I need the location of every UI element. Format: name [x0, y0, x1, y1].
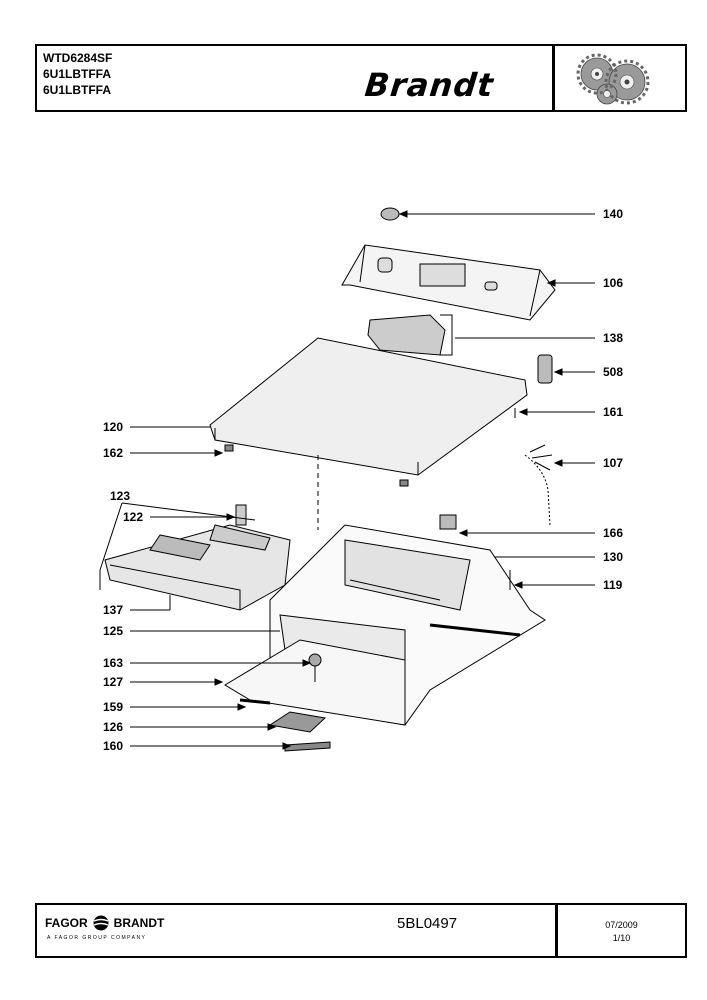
callout-163: 163 — [103, 656, 124, 670]
callout-508: 508 — [603, 365, 624, 379]
model-number: WTD6284SF — [43, 51, 113, 65]
callout-159: 159 — [103, 700, 124, 714]
callout-106: 106 — [603, 276, 624, 290]
brand-logo: Brandt — [363, 66, 496, 104]
callout-140: 140 — [603, 207, 624, 221]
document-reference: 5BL0497 — [397, 915, 458, 932]
diagram-drawing — [99, 207, 595, 752]
callout-125: 125 — [103, 624, 124, 638]
fagor-wordmark: FAGOR — [45, 916, 88, 930]
callout-137: 137 — [103, 603, 124, 617]
callout-161: 161 — [603, 405, 624, 419]
brand-area: Brandt — [217, 46, 552, 110]
exploded-parts-diagram: 140 106 138 508 161 107 166 130 119 120 … — [0, 190, 707, 770]
callout-130: 130 — [603, 550, 624, 564]
callout-160: 160 — [103, 739, 124, 753]
callout-119: 119 — [603, 578, 623, 592]
page-number: 1/10 — [612, 933, 631, 943]
gears-icon — [552, 46, 685, 110]
model-code: 6U1LBTFFA — [43, 67, 112, 81]
callout-127: 127 — [103, 675, 124, 689]
callout-123: 123 — [110, 489, 131, 503]
callout-126: 126 — [103, 720, 124, 734]
company-tagline: A FAGOR GROUP COMPANY — [47, 935, 147, 941]
document-footer: FAGOR BRANDT A FAGOR GROUP COMPANY 5BL04… — [35, 903, 687, 958]
date-page-box: 07/2009 1/10 — [555, 905, 685, 956]
callout-166: 166 — [603, 526, 624, 540]
model-code: 6U1LBTFFA — [43, 83, 112, 97]
callout-107: 107 — [603, 456, 624, 470]
callout-162: 162 — [103, 446, 124, 460]
callout-120: 120 — [103, 420, 124, 434]
model-list: WTD6284SF 6U1LBTFFA 6U1LBTFFA — [37, 46, 217, 110]
callout-122: 122 — [123, 510, 144, 524]
fagor-brandt-logo: FAGOR BRANDT A FAGOR GROUP COMPANY — [45, 915, 185, 941]
globe-icon — [93, 915, 109, 931]
document-date: 07/2009 — [605, 920, 638, 930]
callout-138: 138 — [603, 331, 624, 345]
document-header: WTD6284SF 6U1LBTFFA 6U1LBTFFA Brandt — [35, 44, 687, 112]
brandt-wordmark: BRANDT — [113, 916, 165, 930]
